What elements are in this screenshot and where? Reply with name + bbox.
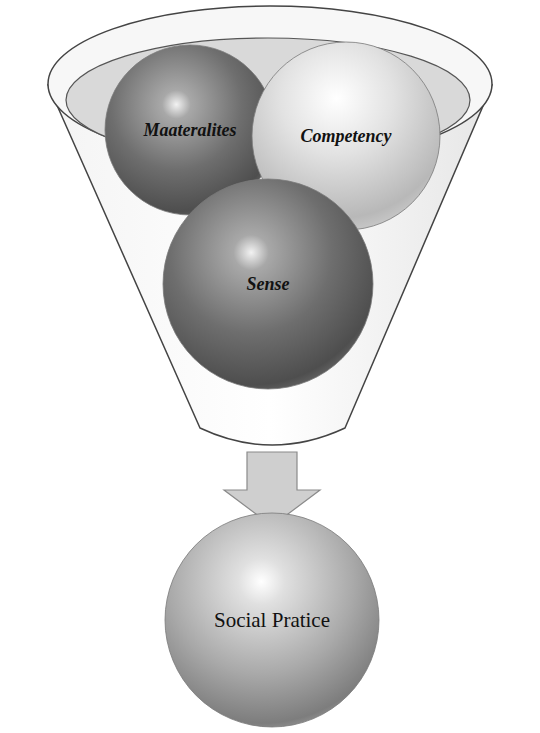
- text-group: Sense: [246, 274, 289, 295]
- sphere-node: Sense: [162, 178, 374, 390]
- sphere-circle: [163, 179, 373, 389]
- text-group: Competency: [301, 126, 392, 147]
- node-label: Social Pratice: [214, 608, 330, 633]
- sphere-node: Social Pratice: [164, 512, 380, 728]
- node-label: Sense: [246, 274, 289, 295]
- text-group: Social Pratice: [214, 608, 330, 633]
- sphere-circle: [165, 513, 379, 727]
- node-label: Maateralites: [144, 120, 237, 141]
- node-label: Competency: [301, 126, 392, 147]
- text-group: Maateralites: [144, 120, 237, 141]
